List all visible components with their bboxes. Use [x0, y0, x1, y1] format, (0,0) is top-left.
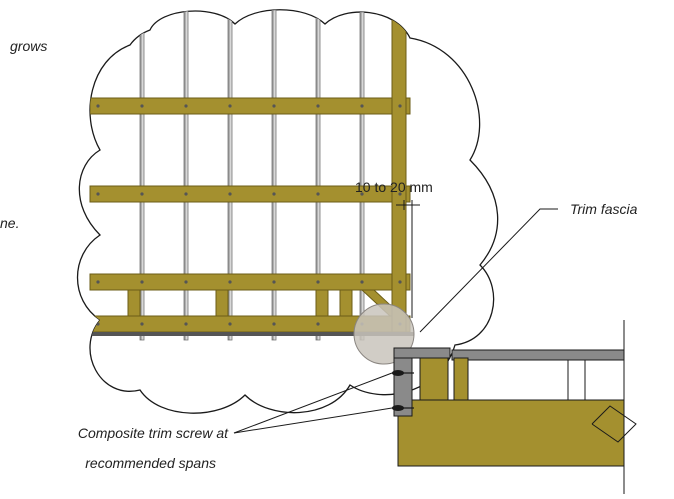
screw-dot-28 — [228, 322, 232, 326]
screw-dot-22 — [316, 280, 320, 284]
screw-dot-3 — [184, 104, 188, 108]
post-3 — [315, 289, 329, 317]
screw-dot-23 — [360, 280, 364, 284]
screw-dot-16 — [398, 192, 402, 196]
screw-dot-1 — [96, 104, 100, 108]
label-grows-fragment: grows — [10, 38, 47, 54]
break-symbol — [591, 405, 637, 443]
screw-dot-21 — [272, 280, 276, 284]
screw-dot-17 — [96, 280, 100, 284]
base-plate — [90, 332, 414, 336]
label-dimension: 10 to 20 mm — [355, 179, 433, 195]
label-screw-line2: recommended spans — [85, 455, 216, 471]
screw-lower — [392, 405, 414, 411]
screw-dot-24 — [398, 280, 402, 284]
label-screw-line1: Composite trim screw at — [78, 425, 229, 441]
screw-dot-4 — [228, 104, 232, 108]
trim-fascia-cap — [393, 347, 451, 359]
batten-lower — [89, 273, 411, 291]
trim-fascia-leader — [419, 208, 558, 333]
batten-middle — [89, 185, 411, 203]
screw-dot-18 — [140, 280, 144, 284]
section-detail — [392, 320, 637, 494]
section-stud-1 — [419, 357, 449, 401]
post-4 — [339, 289, 353, 317]
screw-dot-2 — [140, 104, 144, 108]
screw-dot-7 — [360, 104, 364, 108]
screw-dot-9 — [96, 192, 100, 196]
screw-dot-27 — [184, 322, 188, 326]
screw-dot-26 — [140, 322, 144, 326]
post-2 — [215, 289, 229, 317]
screw-dot-14 — [316, 192, 320, 196]
screw-dot-11 — [184, 192, 188, 196]
screw-dots — [96, 104, 402, 326]
screw-dot-12 — [228, 192, 232, 196]
screw-upper — [392, 370, 414, 376]
screw-leader-lower — [233, 407, 393, 434]
right-stile — [391, 17, 407, 333]
rail-frame — [467, 359, 625, 401]
slat-4 — [271, 9, 277, 341]
screw-dot-10 — [140, 192, 144, 196]
framing-group — [89, 9, 414, 341]
screw-dot-30 — [316, 322, 320, 326]
label-ne-fragment: ne. — [0, 215, 19, 231]
post-1 — [127, 289, 141, 317]
screw-dot-20 — [228, 280, 232, 284]
screw-dot-13 — [272, 192, 276, 196]
section-stud-2 — [453, 357, 469, 401]
screw-dot-15 — [360, 192, 364, 196]
screw-dot-19 — [184, 280, 188, 284]
screw-dot-5 — [272, 104, 276, 108]
joist-bearer — [397, 399, 625, 467]
screw-dot-8 — [398, 104, 402, 108]
screw-leader-upper — [233, 372, 393, 434]
label-trim-fascia: Trim fascia — [570, 201, 638, 217]
deck-board-top — [451, 349, 625, 361]
screw-dot-6 — [316, 104, 320, 108]
screw-dot-29 — [272, 322, 276, 326]
